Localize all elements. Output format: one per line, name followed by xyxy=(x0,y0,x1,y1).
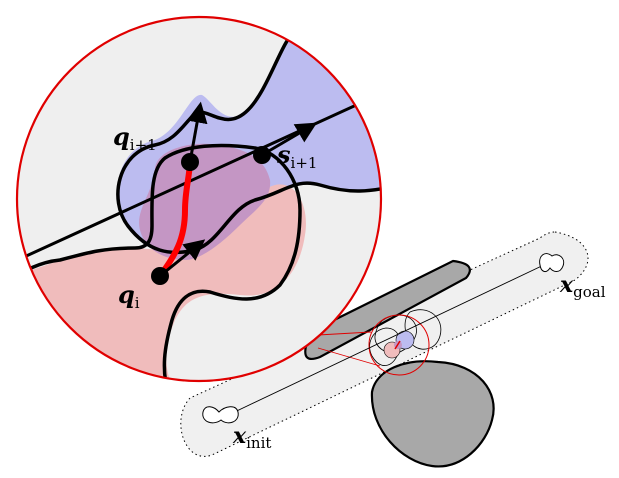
red-path-segment xyxy=(157,157,193,279)
magnifier-connector-top xyxy=(317,331,372,336)
label-q-i: qi xyxy=(118,283,140,311)
label-s-next: si+1 xyxy=(277,143,317,171)
magnifier-indicator xyxy=(368,314,430,376)
label-x-goal-main: x xyxy=(560,272,574,298)
label-x-init-sub: init xyxy=(246,434,272,452)
label-x-goal-sub: goal xyxy=(573,283,606,301)
label-x-goal: xgoal xyxy=(560,274,606,300)
point-q-i xyxy=(151,267,169,285)
obstacle-blob xyxy=(370,360,495,468)
tunnel-region xyxy=(180,231,589,457)
label-q-next-main: q xyxy=(113,122,130,151)
point-q-next xyxy=(181,153,199,171)
overlap-region xyxy=(139,143,271,260)
label-s-next-sub: i+1 xyxy=(290,154,318,172)
obstacle-bar xyxy=(304,259,471,361)
mini-red-segment xyxy=(394,340,401,350)
magnified-reference-line xyxy=(17,83,381,270)
goal-glyph xyxy=(539,253,565,273)
red-region-outline xyxy=(17,143,302,381)
point-s-next xyxy=(253,146,271,164)
magnifier-connector-bottom xyxy=(317,347,381,367)
label-x-init: xinit xyxy=(233,425,271,451)
label-x-init-main: x xyxy=(233,423,247,449)
label-q-i-sub: i xyxy=(134,294,140,312)
magnifier-ring xyxy=(15,15,383,383)
blue-region-outline xyxy=(116,28,381,255)
label-q-i-main: q xyxy=(118,280,135,309)
magnifier-content xyxy=(17,17,381,381)
init-goal-line xyxy=(221,261,551,419)
label-s-next-main: s xyxy=(277,140,291,169)
init-glyph xyxy=(202,406,239,424)
label-q-next: qi+1 xyxy=(113,125,157,153)
label-q-next-sub: i+1 xyxy=(129,136,157,154)
